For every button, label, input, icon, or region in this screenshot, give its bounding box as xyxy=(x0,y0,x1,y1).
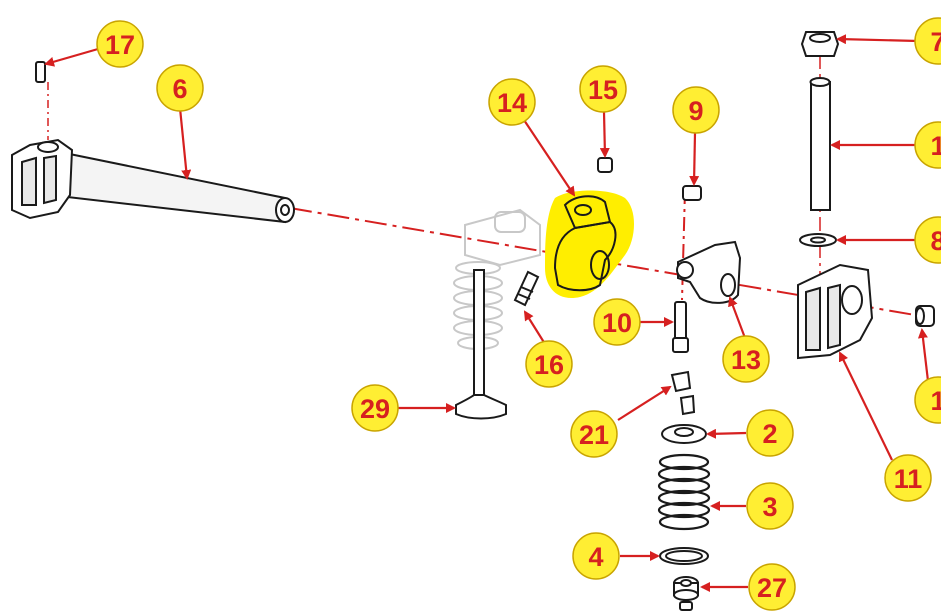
callout-1-upper-label: 1 xyxy=(930,131,941,161)
callout-13: 13 xyxy=(722,335,770,383)
callouts: 17 6 14 15 9 7 1 8 10 13 16 29 21 2 1 11… xyxy=(96,17,941,611)
nut-part-15 xyxy=(597,157,613,173)
highlight-rocker-arm xyxy=(545,190,635,299)
callout-1-lower-label: 1 xyxy=(930,386,941,416)
callout-27: 27 xyxy=(748,563,796,611)
bushing-part-9 xyxy=(682,185,702,201)
rocker-shaft-part xyxy=(49,148,295,224)
callout-17: 17 xyxy=(96,20,144,68)
washer-part-8 xyxy=(799,233,837,247)
callout-11-label: 11 xyxy=(894,464,923,494)
left-bracket-part xyxy=(11,138,74,220)
callout-7: 7 xyxy=(914,17,941,65)
callout-9-label: 9 xyxy=(688,96,703,126)
callout-1-lower: 1 xyxy=(914,376,941,424)
callout-15: 15 xyxy=(579,65,627,113)
callout-13-label: 13 xyxy=(731,345,761,375)
washer-part-4 xyxy=(659,547,709,565)
screw-part-16 xyxy=(513,270,540,307)
valve-part xyxy=(455,269,507,420)
leader-lines xyxy=(44,34,932,592)
callout-3: 3 xyxy=(746,482,794,530)
callout-2-label: 2 xyxy=(762,419,777,449)
stud-axis-line xyxy=(681,189,686,301)
rocker-arm-part-14 xyxy=(553,195,617,292)
retainer-part-2 xyxy=(661,424,707,444)
bushing-part-right xyxy=(915,305,935,327)
callout-6: 6 xyxy=(156,64,204,112)
callout-2: 2 xyxy=(746,409,794,457)
callout-27-label: 27 xyxy=(757,573,787,603)
callout-16-label: 16 xyxy=(534,350,564,380)
callout-29: 29 xyxy=(351,384,399,432)
stem-seal-part-27 xyxy=(673,576,699,611)
callout-7-label: 7 xyxy=(930,27,941,57)
callout-10-label: 10 xyxy=(602,308,632,338)
bolt-head-part-7 xyxy=(800,31,840,57)
callout-6-label: 6 xyxy=(172,74,187,104)
callout-21: 21 xyxy=(570,410,618,458)
callout-17-label: 17 xyxy=(105,30,135,60)
callout-8-label: 8 xyxy=(930,226,941,256)
callout-3-label: 3 xyxy=(762,492,777,522)
callout-9: 9 xyxy=(672,86,720,134)
rocker-arm-part-13 xyxy=(676,240,742,304)
spring-part-3 xyxy=(657,453,711,531)
callout-14-label: 14 xyxy=(497,88,527,118)
callout-11: 11 xyxy=(884,454,932,502)
callout-21-label: 21 xyxy=(579,420,609,450)
lash-adjuster-part-10 xyxy=(672,301,689,353)
callout-16: 16 xyxy=(525,340,573,388)
keepers-part-21 xyxy=(670,370,696,416)
callout-4: 4 xyxy=(572,532,620,580)
callout-14: 14 xyxy=(488,78,536,126)
callout-4-label: 4 xyxy=(588,542,603,572)
callout-1-upper: 1 xyxy=(914,121,941,169)
callout-29-label: 29 xyxy=(360,394,390,424)
callout-15-label: 15 xyxy=(588,75,618,105)
pin-part-17 xyxy=(35,61,46,83)
callout-10: 10 xyxy=(593,298,641,346)
bolt-shank-part-1 xyxy=(809,77,831,211)
callout-8: 8 xyxy=(914,216,941,264)
right-bracket-part-11 xyxy=(797,263,874,360)
